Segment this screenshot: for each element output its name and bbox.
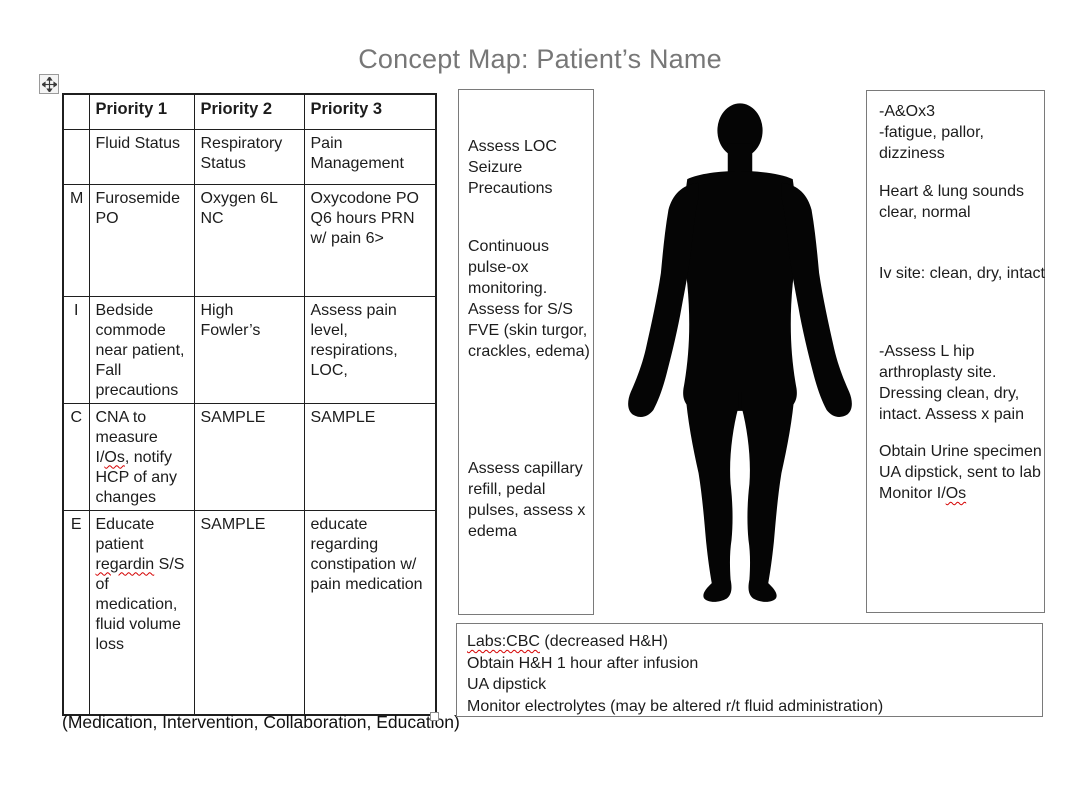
concept-map-table: Priority 1 Priority 2 Priority 3 Fluid S… bbox=[62, 93, 437, 716]
table-caption: (Medication, Intervention, Collaboration… bbox=[62, 712, 460, 732]
hip-site-findings-text: -Assess L hip arthroplasty site. Dressin… bbox=[879, 343, 1024, 423]
neuro-findings-text: -A&Ox3 -fatigue, pallor, dizziness bbox=[879, 103, 984, 162]
cell-education-p2[interactable]: SAMPLE bbox=[193, 509, 305, 716]
misspelled-word: Os bbox=[945, 485, 967, 502]
silhouette-torso bbox=[683, 171, 797, 411]
silhouette-left-leg bbox=[685, 391, 739, 602]
cell-text: , notify HCP of any changes bbox=[95, 448, 178, 506]
cell-intervention-p3[interactable]: Assess pain level, respirations, LOC, bbox=[303, 295, 437, 404]
table-row-problems: Fluid Status Respiratory Status Pain Man… bbox=[62, 128, 437, 185]
table-header-row: Priority 1 Priority 2 Priority 3 bbox=[62, 93, 437, 130]
cell-text: S/S of medication, fluid volume loss bbox=[95, 555, 185, 653]
move-cross-icon bbox=[41, 76, 57, 92]
cell-collaboration-p1[interactable]: CNA to measure I/Os, notify HCP of any c… bbox=[88, 402, 195, 511]
labs-line-3: UA dipstick bbox=[467, 676, 547, 693]
labs-textbox[interactable]: Labs:CBC (decreased H&H) Obtain H&H 1 ho… bbox=[456, 623, 1043, 717]
header-cell-priority-2[interactable]: Priority 2 bbox=[193, 93, 305, 130]
table-row-education: E Educate patient regardin S/S of medica… bbox=[62, 509, 437, 716]
neuro-assessment-text: Assess LOC Seizure Precautions bbox=[468, 138, 557, 197]
cell-education-p3[interactable]: educate regarding constipation w/ pain m… bbox=[303, 509, 437, 716]
labs-text: (decreased H&H) bbox=[539, 633, 668, 650]
cell-medication-p1[interactable]: Furosemide PO bbox=[88, 183, 195, 297]
row-label-cell[interactable] bbox=[62, 128, 90, 185]
cell-collaboration-p2[interactable]: SAMPLE bbox=[193, 402, 305, 511]
cell-intervention-p2[interactable]: High Fowler’s bbox=[193, 295, 305, 404]
row-label-cell[interactable]: E bbox=[62, 509, 90, 716]
labs-line-2: Obtain H&H 1 hour after infusion bbox=[467, 654, 699, 672]
header-cell-blank[interactable] bbox=[62, 93, 90, 130]
labs-line-1: Labs:CBC (decreased H&H) bbox=[467, 631, 1032, 653]
cell-pain-management[interactable]: Pain Management bbox=[303, 128, 437, 185]
page-title: Concept Map: Patient’s Name bbox=[358, 44, 722, 74]
cell-medication-p2[interactable]: Oxygen 6L NC bbox=[193, 183, 305, 297]
header-cell-priority-3[interactable]: Priority 3 bbox=[303, 93, 437, 130]
assessments-textbox[interactable]: Assess LOC Seizure Precautions Continuou… bbox=[458, 89, 594, 615]
row-label-cell[interactable]: C bbox=[62, 402, 90, 511]
cell-education-p1[interactable]: Educate patient regardin S/S of medicati… bbox=[88, 509, 195, 716]
table-row-collaboration: C CNA to measure I/Os, notify HCP of any… bbox=[62, 402, 437, 511]
labs-line-4: Monitor electrolytes (may be altered r/t… bbox=[467, 697, 884, 715]
table-row-intervention: I Bedside commode near patient, Fall pre… bbox=[62, 295, 437, 404]
table-move-handle[interactable] bbox=[39, 74, 59, 94]
cell-fluid-status[interactable]: Fluid Status bbox=[88, 128, 195, 185]
row-label-cell[interactable]: M bbox=[62, 183, 90, 297]
human-body-silhouette[interactable] bbox=[627, 98, 853, 603]
cell-collaboration-p3[interactable]: SAMPLE bbox=[303, 402, 437, 511]
urine-findings-text: Obtain Urine specimen UA dipstick, sent … bbox=[879, 441, 1042, 504]
iv-site-findings-text: Iv site: clean, dry, intact bbox=[879, 265, 1045, 282]
cell-text: Educate patient bbox=[95, 515, 155, 553]
table-resize-handle[interactable] bbox=[430, 712, 439, 721]
silhouette-right-leg bbox=[741, 391, 795, 602]
respiratory-assessment-text: Continuous pulse-ox monitoring. Assess f… bbox=[468, 238, 590, 360]
header-cell-priority-1[interactable]: Priority 1 bbox=[88, 93, 195, 130]
row-label-cell[interactable]: I bbox=[62, 295, 90, 404]
findings-text: Obtain Urine specimen UA dipstick, sent … bbox=[879, 443, 1042, 502]
silhouette-left-arm bbox=[628, 182, 699, 417]
findings-textbox[interactable]: -A&Ox3 -fatigue, pallor, dizziness Heart… bbox=[866, 90, 1045, 613]
heart-lung-findings-text: Heart & lung sounds clear, normal bbox=[879, 183, 1024, 221]
misspelled-word: Labs:CBC bbox=[467, 633, 540, 650]
misspelled-word: regardin bbox=[95, 555, 155, 573]
table-row-medication: M Furosemide PO Oxygen 6L NC Oxycodone P… bbox=[62, 183, 437, 297]
cell-intervention-p1[interactable]: Bedside commode near patient, Fall preca… bbox=[88, 295, 195, 404]
cell-medication-p3[interactable]: Oxycodone PO Q6 hours PRN w/ pain 6> bbox=[303, 183, 437, 297]
circulation-assessment-text: Assess capillary refill, pedal pulses, a… bbox=[468, 460, 586, 540]
cell-text: CNA to measure I/ bbox=[95, 408, 158, 466]
cell-respiratory-status[interactable]: Respiratory Status bbox=[193, 128, 305, 185]
misspelled-word: Os bbox=[104, 448, 125, 466]
silhouette-right-arm bbox=[781, 182, 852, 417]
